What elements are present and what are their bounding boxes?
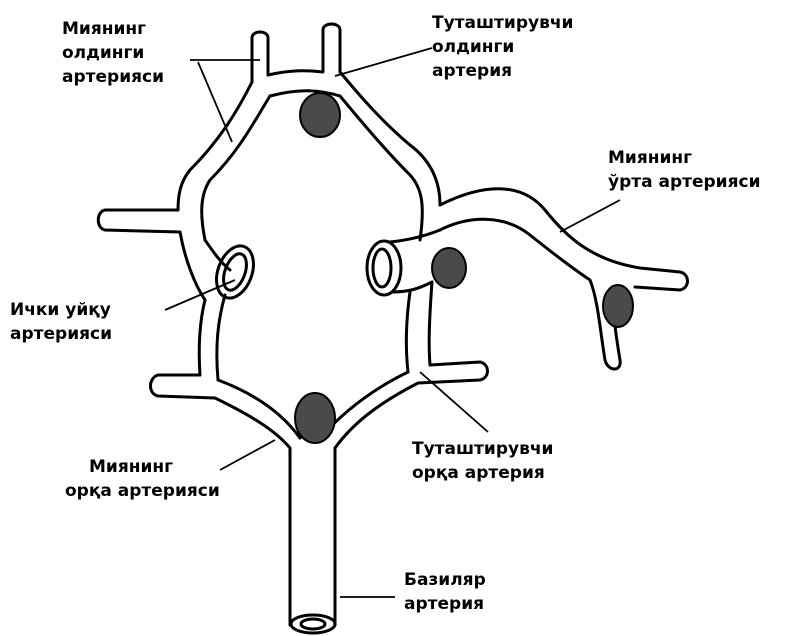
- label-internal-carotid-artery: Ички уйқу артерияси: [10, 298, 112, 346]
- posterior-communicating-right: [429, 282, 432, 365]
- anterior-cerebral-artery-right: [323, 24, 340, 72]
- anterior-cerebral-artery-left: [252, 32, 268, 75]
- clot-anterior-communicating: [300, 93, 340, 137]
- posterior-communicating-left: [199, 300, 205, 375]
- label-anterior-cerebral-artery: Миянинг олдинги артерияси: [62, 17, 164, 89]
- label-middle-cerebral-artery: Миянинг ўрта артерияси: [608, 146, 761, 194]
- left-branch-stub-top: [98, 210, 180, 232]
- label-posterior-cerebral-artery: Миянинг орқа артерияси: [65, 455, 220, 503]
- leader-anterior-communicating: [335, 48, 432, 76]
- leader-posterior-cerebral: [220, 440, 275, 470]
- anterior-inner-left: [202, 96, 270, 240]
- anterior-arch-top-right: [340, 72, 440, 205]
- posterior-cerebral-left-inner: [218, 380, 300, 438]
- label-posterior-communicating-artery: Туташтирувчи орқа артерия: [412, 437, 553, 485]
- basilar-artery-ring-inner: [301, 619, 325, 629]
- clot-middle-cerebral: [603, 285, 633, 327]
- leader-middle-cerebral: [560, 200, 620, 232]
- posterior-communicating-right-inner: [406, 292, 410, 372]
- anterior-arch-outer: [178, 38, 252, 210]
- clot-basilar-tip: [295, 393, 335, 443]
- posterior-communicating-left-inner: [217, 295, 225, 380]
- anterior-arch-inner: [268, 30, 323, 75]
- clot-right-carotid: [432, 248, 466, 288]
- right-internal-carotid-ring-inner: [373, 249, 391, 287]
- right-carotid-upper: [390, 230, 440, 242]
- left-internal-carotid-ring-outer: [210, 241, 260, 303]
- label-basilar-artery: Базиляр артерия: [404, 568, 486, 616]
- middle-cerebral-upper: [440, 189, 688, 290]
- middle-cerebral-lower: [440, 219, 620, 369]
- left-carotid-lower: [180, 232, 205, 300]
- label-anterior-communicating-artery: Туташтирувчи олдинги артерия: [432, 11, 573, 83]
